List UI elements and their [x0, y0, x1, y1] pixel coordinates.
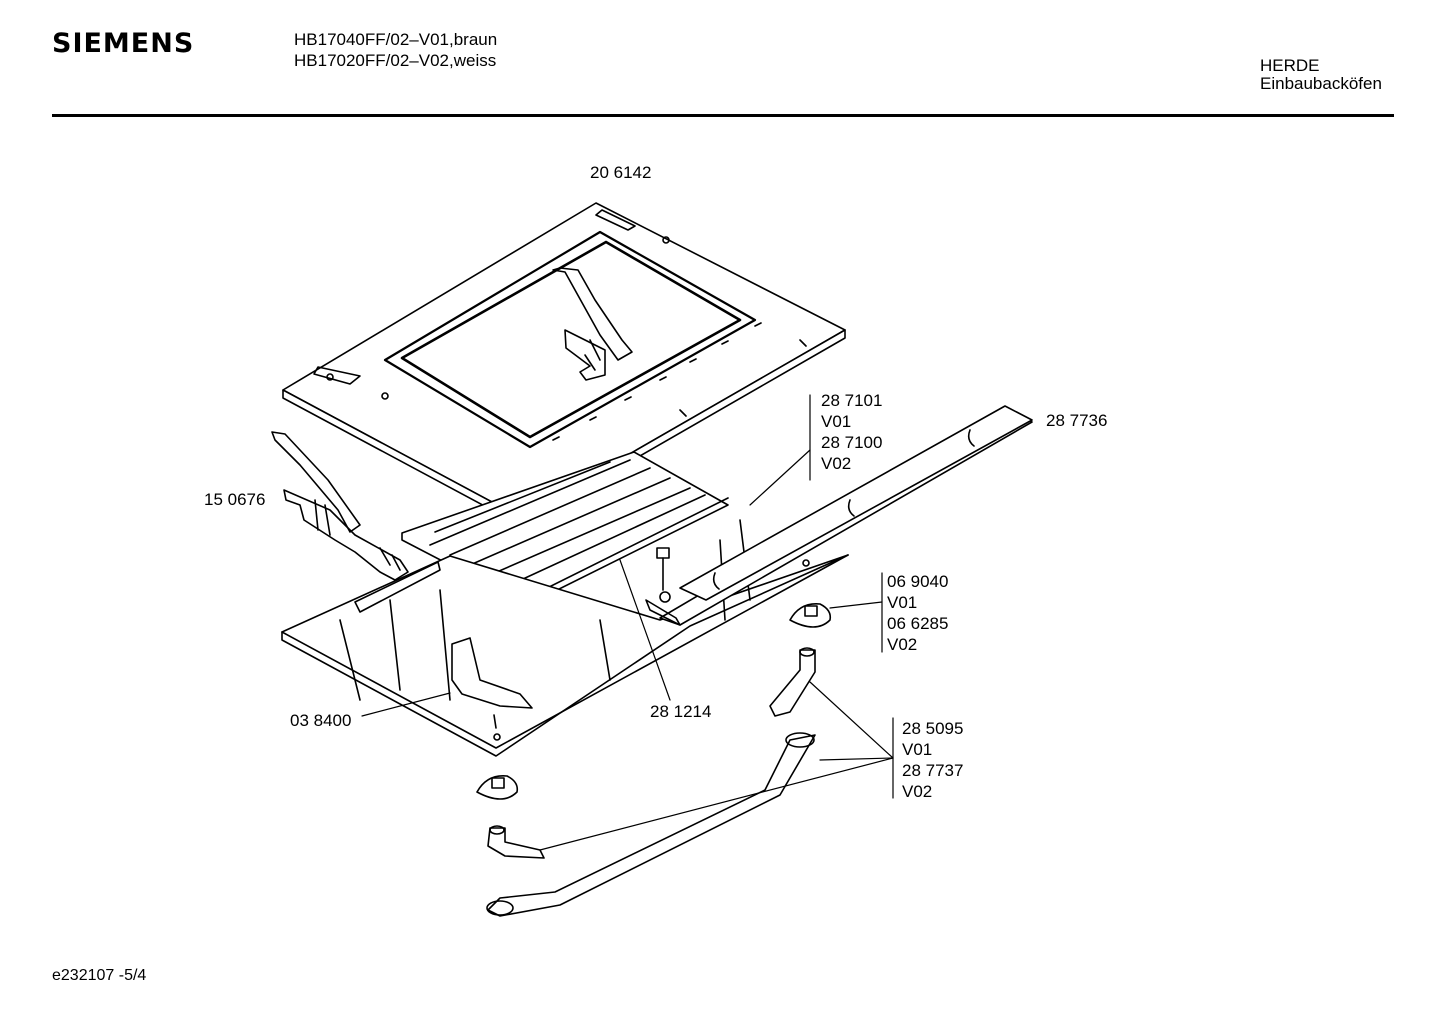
callout-glass-part-2: 28 7100 — [821, 433, 883, 452]
callout-glass-variant-2: V02 — [821, 454, 852, 473]
callout-hinge: 15 0676 — [204, 490, 266, 509]
callout-glass-variant-1: V01 — [821, 412, 852, 431]
holder-upper — [789, 603, 832, 628]
handle-bar — [486, 732, 816, 917]
callout-clip: 03 8400 — [290, 711, 352, 730]
hinge-left — [271, 431, 409, 581]
brand-logo: SIEMENS — [52, 28, 195, 59]
callout-handle-variant-2: V02 — [902, 782, 933, 801]
handle-end-upper — [769, 647, 816, 717]
screw — [656, 547, 671, 603]
leader-lines — [361, 394, 894, 851]
callout-glass-part-1: 28 7101 — [821, 391, 883, 410]
callout-rail: 28 7736 — [1046, 411, 1108, 430]
clip — [451, 637, 533, 729]
document-code: e232107 -5/4 — [52, 967, 147, 984]
callout-handle-part-1: 28 5095 — [902, 719, 964, 738]
model-line-1: HB17040FF/02–V01,braun — [294, 30, 498, 49]
callout-glass-pane: 28 1214 — [650, 702, 712, 721]
category-subtitle: Einbaubacköfen — [1260, 74, 1382, 93]
callout-holder-part-1: 06 9040 — [887, 572, 949, 591]
header-divider — [52, 114, 1394, 117]
rail — [645, 405, 1033, 626]
callout-door-frame: 20 6142 — [590, 163, 652, 182]
callout-holder-part-2: 06 6285 — [887, 614, 949, 633]
handle-end-lower — [487, 825, 545, 859]
category-title: HERDE — [1260, 56, 1320, 75]
callout-handle-part-2: 28 7737 — [902, 761, 964, 780]
door-hinge — [552, 267, 633, 381]
callout-holder-variant-1: V01 — [887, 593, 918, 612]
callout-holder-variant-2: V02 — [887, 635, 918, 654]
holder-lower — [476, 775, 519, 800]
callout-handle-variant-1: V01 — [902, 740, 933, 759]
model-line-2: HB17020FF/02–V02,weiss — [294, 51, 497, 70]
